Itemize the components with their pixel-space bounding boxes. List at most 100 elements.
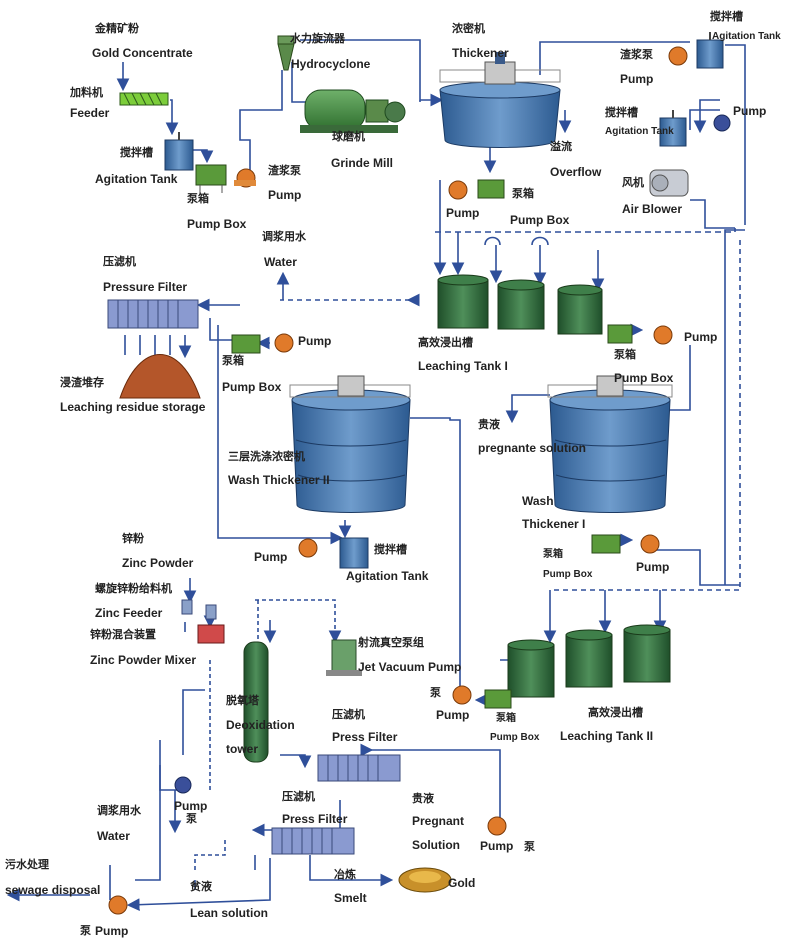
label-sewage: sewage disposal: [5, 883, 101, 897]
pump-12: [108, 895, 128, 915]
label-wash-thickener-2-cn: 三层洗涤浓密机: [228, 451, 305, 463]
label-gold-concentrate-cn: 金精矿粉: [95, 23, 139, 35]
agitation-tank-1: [164, 132, 194, 171]
pressure-filter-1: [107, 299, 199, 329]
label-hydrocyclone-cn: 水力旋流器: [290, 33, 345, 45]
label-jet-vacuum: Jet Vacuum Pump: [358, 660, 462, 674]
label-pump-1: Pump: [268, 188, 302, 202]
label-agitation-tank-3: Agitation Tank: [605, 126, 674, 137]
label-pump-5: Pump: [298, 334, 332, 348]
label-lean-cn: 贫液: [190, 881, 212, 893]
label-jet-vacuum-cn: 射流真空泵组: [358, 637, 424, 649]
agitation-tank-4: [339, 537, 369, 569]
label-thickener-cn: 浓密机: [452, 23, 485, 35]
label-leaching-tank-cn-1: 高效浸出槽: [418, 337, 473, 349]
pump-5: [274, 333, 294, 353]
label-pump-box-3: Pump Box: [222, 380, 282, 394]
label-agitation-tank-cn-2: 搅拌槽: [710, 11, 743, 23]
label-agitation-tank-cn-3: 搅拌槽: [605, 107, 638, 119]
label-water-1: Water: [264, 255, 297, 269]
pipes: [6, 39, 746, 912]
leaching-tanks-2: [507, 624, 671, 698]
label-smelt: Smelt: [334, 891, 367, 905]
gold-ingots: [398, 867, 452, 893]
label-air-blower-cn: 风机: [622, 177, 644, 189]
label-pregnant-2a: Pregnant: [412, 814, 465, 828]
label-pump-box-cn-6: 泵箱: [496, 713, 516, 724]
label-residue-cn: 浸渣堆存: [60, 377, 104, 389]
label-gold: Gold: [448, 876, 476, 890]
label-pump-box-cn-4: 泵箱: [614, 349, 636, 361]
label-agitation-tank-cn-4: 搅拌槽: [374, 544, 407, 556]
label-pump-box-2: Pump Box: [510, 213, 570, 227]
label-zinc-powder-cn: 锌粉: [122, 533, 144, 545]
jet-vacuum-pump: [326, 639, 362, 676]
agitation-tank-3: [659, 110, 687, 147]
pump-7: [298, 538, 318, 558]
pump-9: [452, 685, 472, 705]
label-pressure-filter: Pressure Filter: [103, 280, 188, 294]
label-press-filter-1: Press Filter: [332, 730, 398, 744]
pump-box-5: [591, 534, 621, 554]
label-leaching-tank-1: Leaching Tank I: [418, 359, 508, 373]
label-grind-mill-cn: 球磨机: [332, 131, 365, 143]
leaching-residue-pile: [119, 354, 201, 399]
label-residue: Leaching residue storage: [60, 400, 206, 414]
press-filter-2: [271, 827, 355, 855]
label-wash-thickener-1-b: Thickener I: [522, 517, 586, 531]
feeder: [119, 92, 169, 106]
label-pressure-filter-cn: 压滤机: [103, 256, 136, 268]
label-pump-10: Pump: [174, 799, 208, 813]
thickener-1: [439, 52, 561, 148]
label-agitation-tank-4: Agitation Tank: [346, 569, 429, 583]
label-feeder: Feeder: [70, 106, 110, 120]
label-leaching-tank-2: Leaching Tank II: [560, 729, 654, 743]
label-deox-b: tower: [226, 742, 259, 756]
pump-10: [174, 776, 192, 794]
pump-box-1: [195, 164, 227, 193]
deoxidation-tower: [243, 641, 269, 763]
label-pump-box-cn-1: 泵箱: [187, 193, 209, 205]
wash-thickener-2: [289, 375, 411, 513]
label-agitation-tank-1: Agitation Tank: [95, 172, 178, 186]
label-sewage-cn: 污水处理: [5, 859, 49, 871]
label-pump-12: Pump: [95, 924, 129, 938]
wash-thickener-1: [547, 375, 673, 513]
hydrocyclone: [277, 35, 295, 71]
pump-box-6: [484, 689, 512, 709]
label-feeder-cn: 加料机: [70, 87, 103, 99]
pump-box-4: [607, 324, 633, 344]
label-press-filter-cn-1: 压滤机: [332, 709, 365, 721]
label-pump-box-cn-2: 泵箱: [512, 188, 534, 200]
label-pump-cn-11: 泵: [524, 841, 535, 853]
label-smelt-cn: 冶炼: [334, 869, 356, 881]
label-pump-11: Pump: [480, 839, 514, 853]
label-gold-concentrate: Gold Concentrate: [92, 46, 193, 60]
leaching-tanks-1: [437, 274, 603, 335]
label-agitation-tank-cn-1: 搅拌槽: [120, 147, 153, 159]
label-wash-thickener-1-a: Wash: [522, 494, 554, 508]
agitation-tank-2: [696, 32, 724, 69]
label-zinc-feeder: Zinc Feeder: [95, 606, 163, 620]
pump-6: [653, 325, 673, 345]
label-pump-2: Pump: [620, 72, 654, 86]
pump-3: [713, 114, 731, 132]
label-air-blower: Air Blower: [622, 202, 683, 216]
label-pump-box-1: Pump Box: [187, 217, 247, 231]
label-pump-cn-9: 泵: [430, 687, 441, 699]
label-agitation-tank-2: Agitation Tank: [712, 31, 781, 42]
label-hydrocyclone: Hydrocyclone: [291, 57, 371, 71]
pump-4: [448, 180, 468, 200]
label-pump-cn-12: 泵: [80, 925, 91, 937]
label-pump-6: Pump: [684, 330, 718, 344]
slurry-pump-1: [234, 168, 256, 188]
label-zinc-feeder-cn: 螺旋锌粉给料机: [95, 583, 172, 595]
label-zinc-mixer-cn: 锌粉混合装置: [90, 629, 156, 641]
grind-mill: [300, 89, 406, 133]
label-press-filter-2: Press Filter: [282, 812, 348, 826]
pump-box-3: [231, 334, 261, 354]
label-zinc-mixer: Zinc Powder Mixer: [90, 653, 197, 667]
label-slurry-pump-cn-2: 渣浆泵: [620, 49, 653, 61]
pump-box-2: [477, 179, 505, 199]
